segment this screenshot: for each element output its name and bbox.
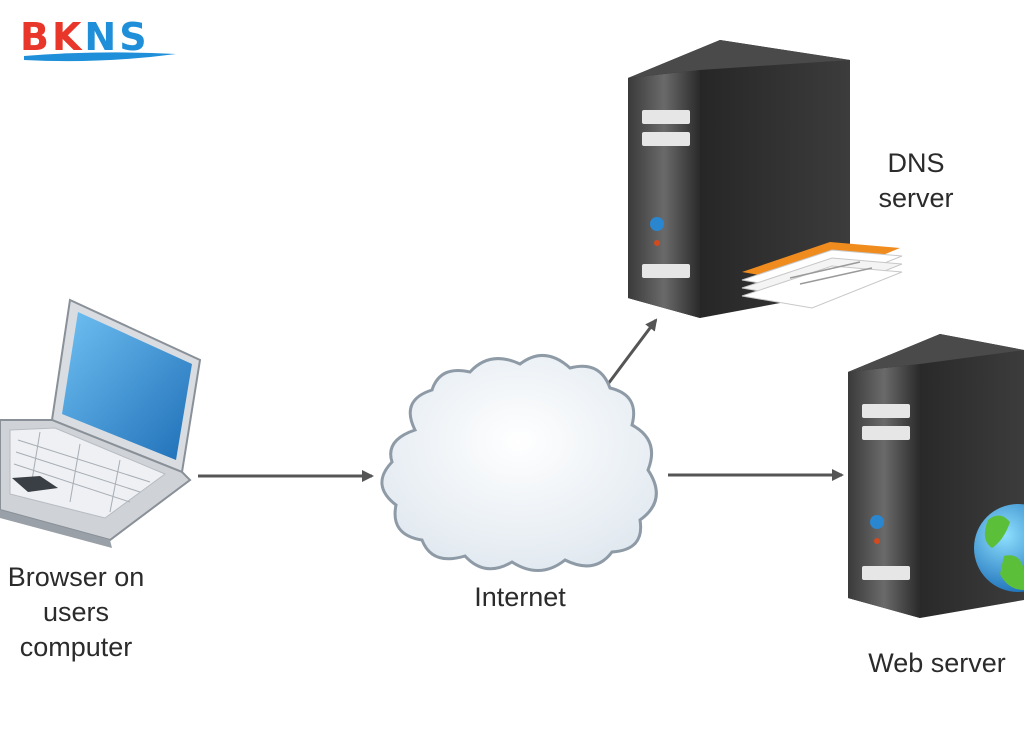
document-stack-icon xyxy=(741,242,903,309)
globe-icon xyxy=(974,504,1024,592)
dns-server-label: DNS server xyxy=(856,146,976,216)
logo-part-ns: NS xyxy=(84,15,150,59)
browser-label-line2: users xyxy=(42,597,110,627)
dns-server-label-line1: DNS xyxy=(887,148,945,178)
browser-label-line3: computer xyxy=(19,632,133,662)
browser-label: Browser on users computer xyxy=(0,560,156,665)
cloud-icon xyxy=(380,354,658,572)
dns-server-icon xyxy=(628,40,850,318)
laptop-icon xyxy=(0,298,202,548)
logo-part-bk: BK xyxy=(20,15,85,59)
internet-label: Internet xyxy=(474,582,566,612)
dns-server-label-line2: server xyxy=(878,183,954,213)
bkns-logo: BKNS xyxy=(20,14,180,72)
logo-text: BKNS xyxy=(20,14,150,60)
web-server-label: Web server xyxy=(868,648,1006,678)
logo-swoosh-icon xyxy=(24,52,176,62)
browser-label-line1: Browser on xyxy=(7,562,145,592)
